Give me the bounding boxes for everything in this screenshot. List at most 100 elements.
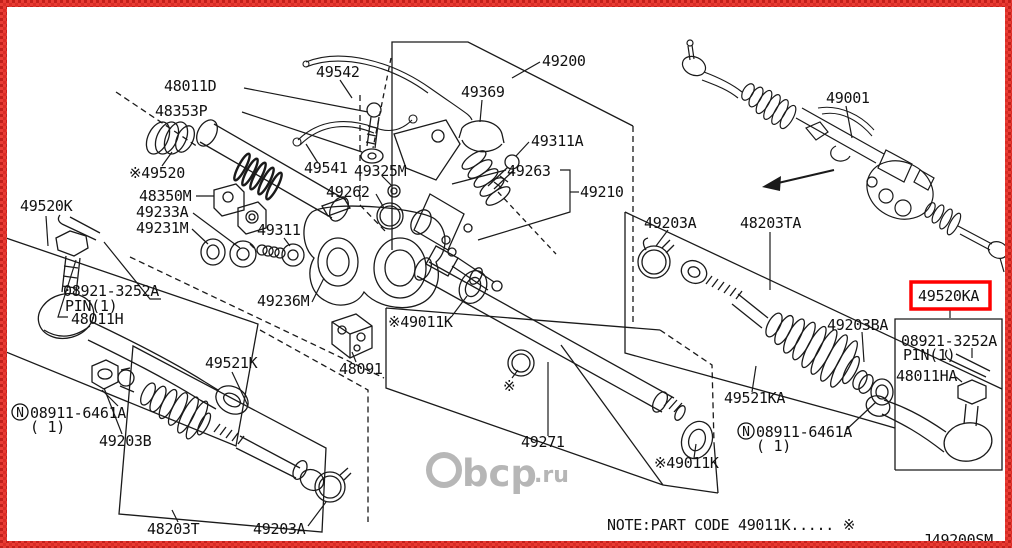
left-inner-rod-kit-drawing (91, 359, 352, 503)
circled-n-right: N (742, 425, 750, 440)
highlighted-part-callout: 49520KA (909, 280, 992, 311)
box-rack-tube (385, 308, 719, 494)
part-label-49001: 49001 (826, 89, 870, 107)
part-label-49520: ※49520 (129, 164, 185, 182)
inner-tie-rod-left-drawing (213, 423, 325, 492)
bracket-48091-drawing (331, 313, 373, 359)
part-label-49203a-right: 49203A (644, 214, 697, 232)
part-label-49263: 49263 (507, 162, 551, 180)
seal-right-drawing (680, 420, 714, 460)
part-label-49541: 49541 (304, 159, 348, 177)
part-label-49542: 49542 (316, 63, 360, 81)
frame-top (0, 0, 1012, 7)
part-label-48011h: 48011H (71, 310, 124, 328)
valve-assy-drawing (410, 193, 503, 292)
box-connector-line (560, 344, 664, 486)
part-label-49311a: 49311A (531, 132, 584, 150)
part-label-49369: 49369 (461, 83, 505, 101)
rack-tube-drawing (413, 257, 686, 421)
cotter-pin-left (57, 214, 101, 241)
spring-small-drawing (256, 244, 286, 259)
bracket-top-drawing (393, 119, 461, 181)
box-rack-tube-corner (713, 442, 719, 494)
part-label-49325m: 49325M (354, 162, 407, 180)
dashed-link-3 (115, 91, 199, 148)
part-label-49200: 49200 (542, 52, 586, 70)
watermark-ring (426, 452, 462, 488)
plug-49311-drawing (281, 243, 305, 267)
bolt-49311a-drawing (487, 154, 520, 190)
part-label-08911-right-qty: ( 1) (756, 437, 791, 455)
part-label-49262: 49262 (326, 183, 370, 201)
ball-stud-left (61, 255, 81, 295)
part-label-49520k: 49520K (20, 197, 73, 215)
box-right-boot-kit (624, 212, 896, 429)
power-cylinder-drawing (196, 119, 349, 222)
direction-arrow (762, 169, 835, 191)
reference-mark: ※ (503, 377, 515, 395)
part-label-pin-right: 08921-3252A (901, 332, 997, 350)
box-rack-tube-top (385, 307, 661, 331)
part-label-49203ba: 49203BA (827, 316, 888, 334)
dashed-link-4 (129, 256, 385, 379)
o-ring-49262-drawing (376, 202, 404, 230)
grommet-49325m-drawing (387, 184, 401, 198)
highlight-box (909, 280, 992, 311)
part-label-08911-left-qty: ( 1) (30, 418, 65, 436)
part-label-49271: 49271 (521, 433, 565, 451)
right-inner-rod-kit-drawing (637, 237, 894, 406)
part-label-48011d: 48011D (164, 77, 217, 95)
left-tie-rod-end-drawing (37, 214, 249, 415)
lock-nut-left-drawing (91, 359, 119, 390)
circled-n-icon-left (11, 403, 29, 421)
part-label-49521ka: 49521KA (724, 389, 785, 407)
part-label-49210: 49210 (580, 183, 624, 201)
mount-bushing-drawing (145, 121, 196, 155)
inner-tie-rod-right-drawing (680, 259, 769, 329)
frame-bottom (0, 541, 1012, 548)
box-left-boot-kit-dashed (259, 329, 369, 522)
box-rack-tube-dashed (659, 329, 715, 444)
box-left-boot-kit (118, 344, 327, 533)
ball-stud-right (963, 403, 979, 427)
part-label-pin-left: 08921-3252A (63, 282, 159, 300)
bolt-48011d-drawing (365, 102, 382, 149)
part-label-49203a-left: 49203A (253, 520, 306, 538)
part-label-48011ha: 48011HA (896, 367, 957, 385)
part-label-48091: 48091 (339, 360, 383, 378)
ball-housing-right (943, 422, 993, 462)
castle-nut-left-drawing (55, 230, 89, 257)
retainer-ring-drawing (200, 238, 226, 266)
part-label-49011k-left: ※49011K (388, 313, 453, 331)
circled-n-icon-right (737, 422, 755, 440)
dashed-link-2 (359, 204, 387, 233)
part-label-49011k-right: ※49011K (654, 454, 719, 472)
cotter-pin-right (944, 349, 991, 378)
footer-note: NOTE:PART CODE 49011K..... ※ (607, 516, 855, 534)
box-right-boot-kit-top (624, 211, 1003, 390)
dashed-valve-centerline (497, 191, 557, 255)
circled-n-left: N (16, 406, 24, 421)
stopper-right-drawing (852, 370, 874, 394)
o-ring-mid-drawing (507, 349, 535, 377)
part-label-49521k: 49521K (205, 354, 258, 372)
part-label-pin-left-qty: PIN(1) (65, 297, 117, 315)
part-label-49520ka: 49520KA (918, 287, 979, 305)
spring-49263-drawing (461, 150, 511, 206)
watermark-suffix: .ru (534, 463, 569, 488)
ball-housing-left (37, 292, 95, 340)
part-label-48350m: 48350M (139, 187, 192, 205)
frame-left (0, 0, 7, 548)
clip-48353p-drawing (360, 148, 384, 164)
bushing-right-drawing (870, 378, 894, 406)
part-label-49236m: 49236M (257, 292, 310, 310)
part-label-pin-right-qty: PIN(1) (903, 346, 955, 364)
pipe-49542-drawing (302, 55, 473, 121)
watermark: bcp .ru (426, 452, 569, 495)
part-label-49231m: 49231M (136, 219, 189, 237)
part-label-49203b: 49203B (99, 432, 152, 450)
watermark-text: bcp (462, 452, 537, 495)
